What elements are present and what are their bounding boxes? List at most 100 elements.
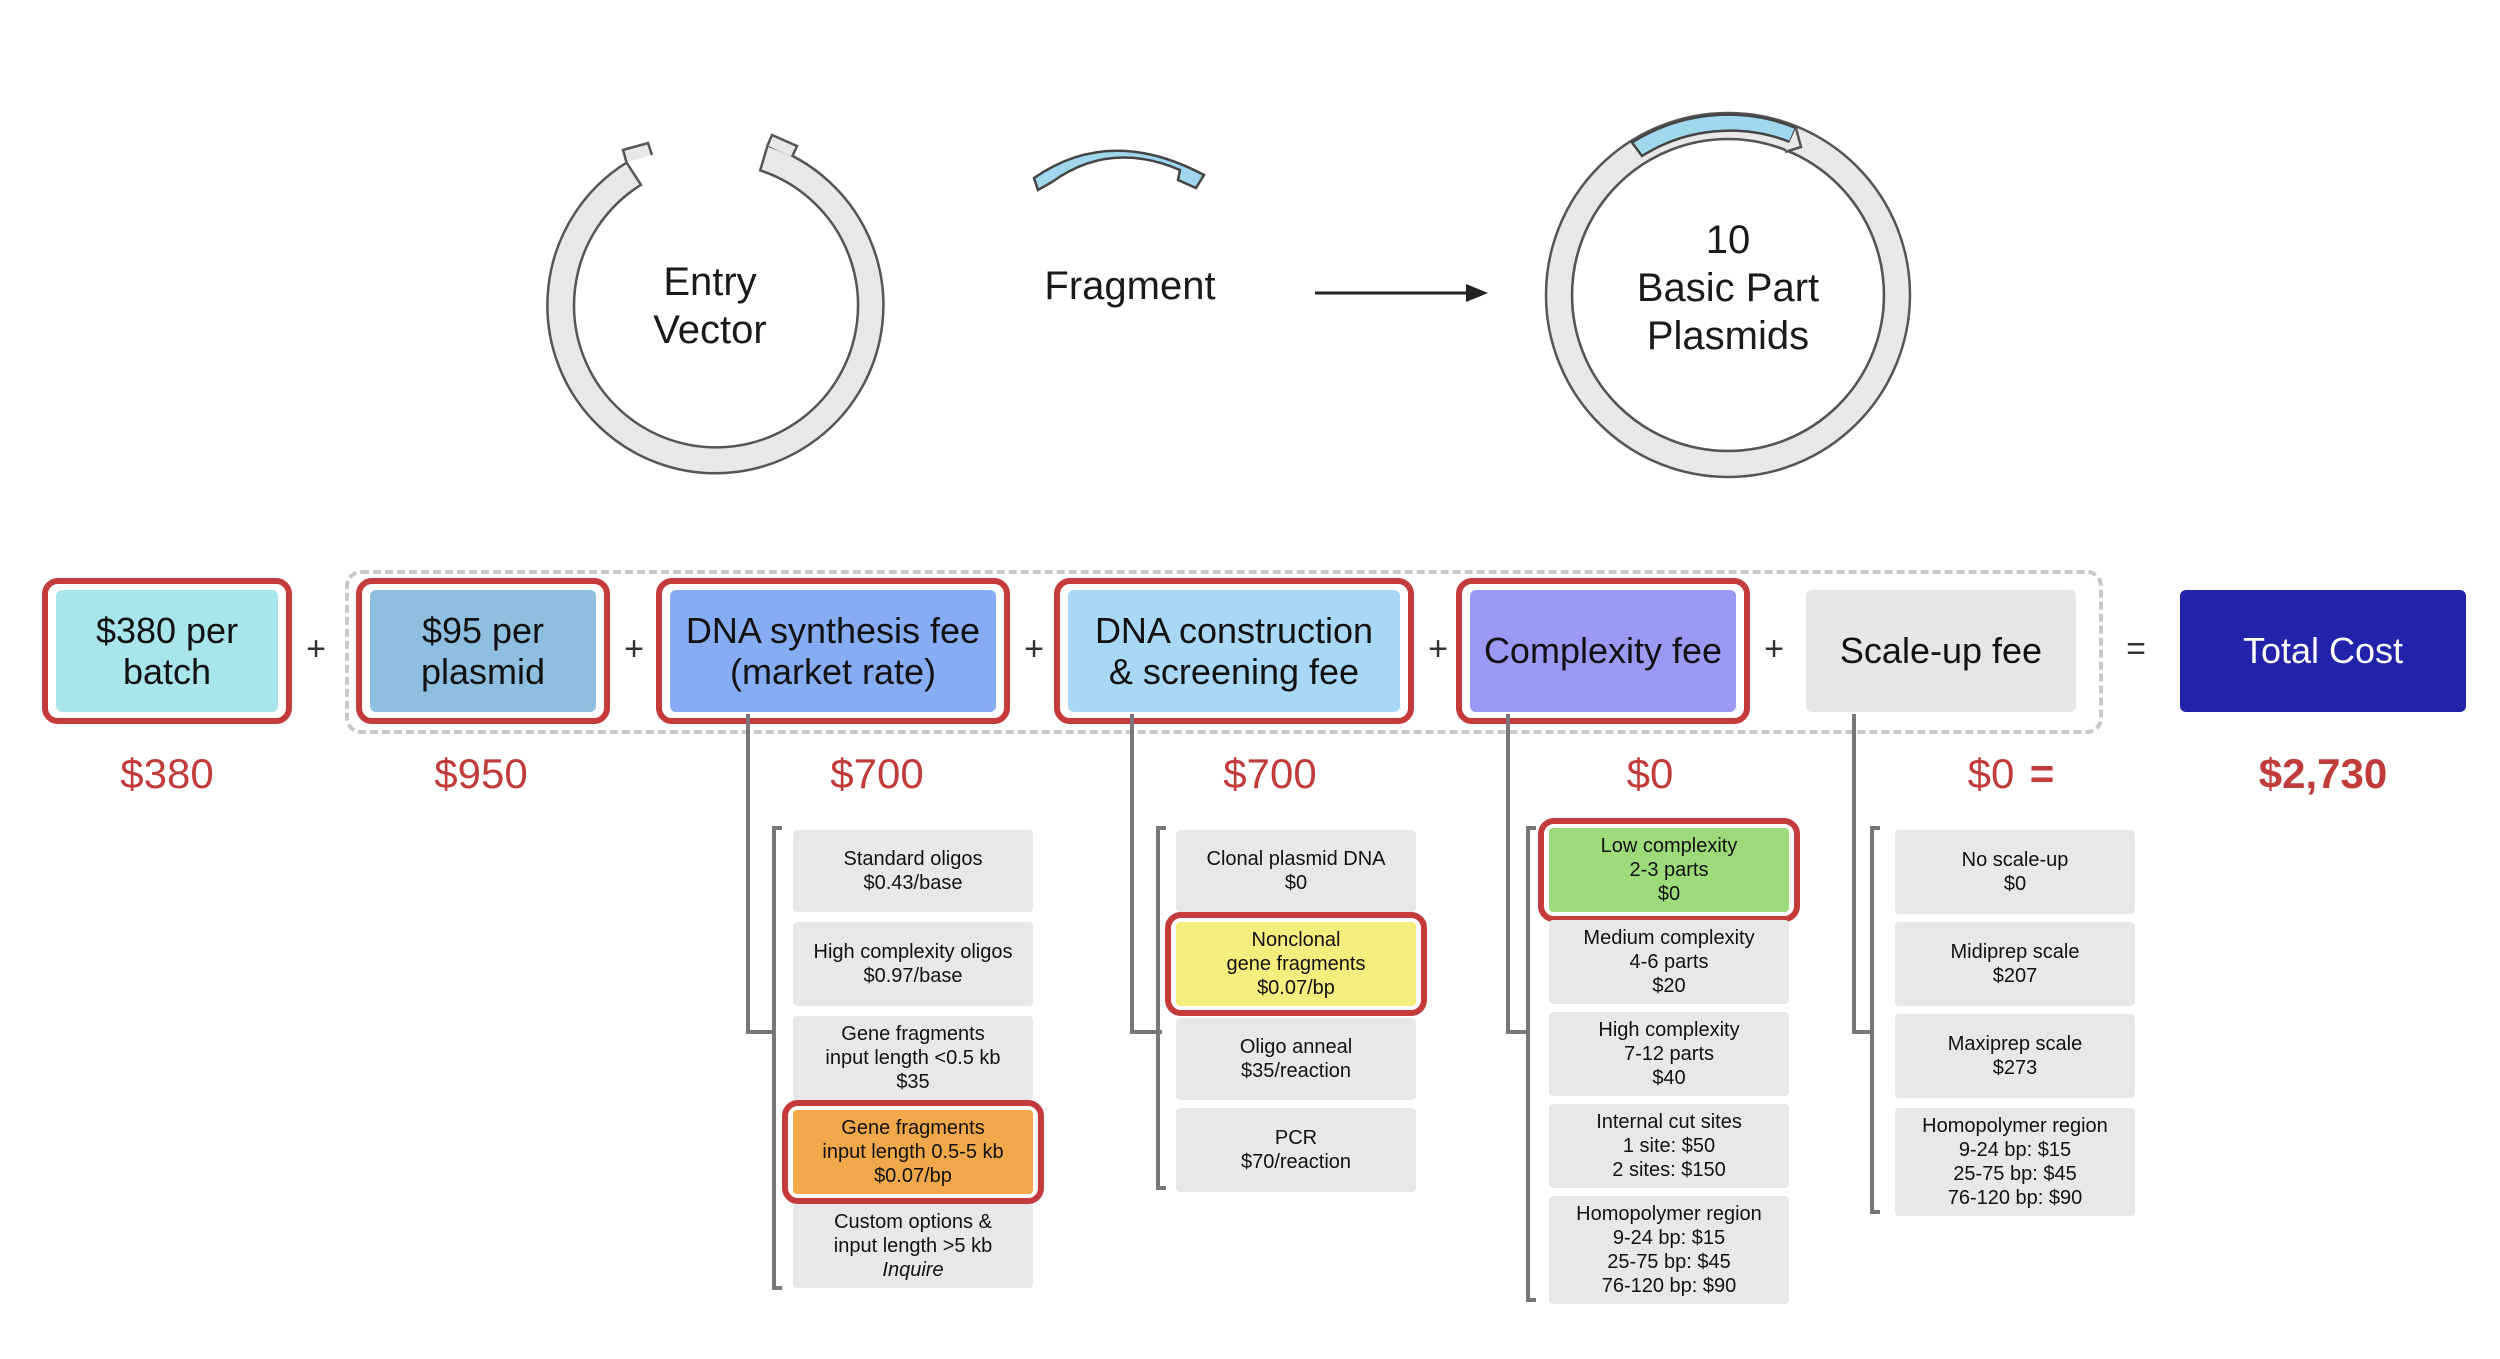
construction-option[interactable]: Clonal plasmid DNA $0 [1176, 830, 1416, 912]
total-price: $2,730 [2258, 750, 2388, 797]
option-line: $207 [1992, 965, 2038, 987]
entry-vector-line-2: Vector [653, 308, 767, 352]
plus-operator: + [1024, 630, 1044, 668]
result-line-3: Plasmids [1646, 314, 1810, 358]
scaleup-fee-box[interactable]: Scale-up fee [1806, 590, 2076, 712]
option-line: $0.07/bp [874, 1165, 952, 1187]
entry-vector-label: Entry Vector [610, 258, 810, 354]
option-line: 1 site: $50 [1622, 1135, 1716, 1157]
option-line: 2-3 parts [1629, 859, 1709, 881]
option-line: 2 sites: $150 [1612, 1159, 1726, 1181]
scaleup-option[interactable]: Homopolymer region 9-24 bp: $15 25-75 bp… [1895, 1108, 2135, 1216]
synthesis-bracket [772, 826, 782, 1290]
option-line: $20 [1652, 975, 1686, 997]
construction-fee-box[interactable]: DNA construction& screening fee [1068, 590, 1400, 712]
option-line: Medium complexity [1583, 927, 1755, 949]
synthesis-price: $700 [830, 750, 924, 797]
construction-label-line-2: & screening fee [1108, 651, 1360, 692]
construction-highlight [1054, 578, 1414, 724]
scaleup-bracket [1870, 826, 1880, 1214]
option-line: Nonclonal [1251, 929, 1341, 951]
synthesis-connector [746, 714, 776, 1034]
entry-vector-ring [546, 133, 885, 475]
scaleup-option[interactable]: No scale-up $0 [1895, 830, 2135, 914]
option-line: 25-75 bp: $45 [1607, 1251, 1731, 1273]
complexity-bracket [1526, 826, 1536, 1302]
option-line: gene fragments [1226, 953, 1366, 975]
option-line: Clonal plasmid DNA [1206, 848, 1386, 870]
option-line: 7-12 parts [1623, 1043, 1715, 1065]
complexity-option[interactable]: Medium complexity 4-6 parts $20 [1549, 920, 1789, 1004]
plus-operator: + [624, 630, 644, 668]
plus-operator: + [1428, 630, 1448, 668]
option-line: $0.07/bp [1257, 977, 1335, 999]
complexity-connector [1506, 714, 1530, 1034]
option-line: input length 0.5-5 kb [822, 1141, 1004, 1163]
synthesis-option[interactable]: Custom options & input length >5 kb Inqu… [793, 1204, 1033, 1288]
batch-label-line-1: $380 per [95, 609, 239, 651]
construction-option[interactable]: PCR $70/reaction [1176, 1108, 1416, 1192]
option-line: PCR [1274, 1127, 1318, 1149]
option-line: Midiprep scale [1950, 941, 2080, 963]
arrow-icon [1315, 284, 1488, 302]
option-line: Homopolymer region [1576, 1203, 1762, 1225]
plus-operator: + [306, 630, 326, 668]
plasmid-highlight [356, 578, 610, 724]
option-line: High complexity oligos [813, 941, 1013, 963]
option-line: $35 [896, 1071, 930, 1093]
synthesis-fee-box[interactable]: DNA synthesis fee(market rate) [670, 590, 996, 712]
option-line-italic: Inquire [882, 1259, 944, 1281]
complexity-option[interactable]: Homopolymer region 9-24 bp: $15 25-75 bp… [1549, 1196, 1789, 1304]
option-line: Internal cut sites [1596, 1111, 1742, 1133]
plasmid-label-line-1: $95 per [421, 609, 545, 651]
complexity-fee-box[interactable]: Complexity fee [1470, 590, 1736, 712]
construction-option-selected[interactable]: Nonclonal gene fragments $0.07/bp [1176, 922, 1416, 1006]
result-line-1: 10 [1705, 218, 1751, 262]
entry-vector-line-1: Entry [663, 260, 757, 304]
complexity-option[interactable]: High complexity 7-12 parts $40 [1549, 1012, 1789, 1096]
synthesis-option-selected[interactable]: Gene fragments input length 0.5-5 kb $0.… [793, 1110, 1033, 1194]
synthesis-option[interactable]: High complexity oligos $0.97/base [793, 922, 1033, 1006]
batch-price: $380 [120, 750, 214, 797]
synthesis-highlight [656, 578, 1010, 724]
complexity-option-selected[interactable]: Low complexity 2-3 parts $0 [1549, 828, 1789, 912]
total-cost-box[interactable]: Total Cost [2180, 590, 2466, 712]
construction-option[interactable]: Oligo anneal $35/reaction [1176, 1018, 1416, 1100]
option-line: Maxiprep scale [1947, 1033, 2083, 1055]
option-line: Gene fragments [841, 1117, 985, 1139]
equals-operator: = [2126, 630, 2146, 668]
synthesis-label-line-1: DNA synthesis fee [685, 609, 981, 651]
complexity-option[interactable]: Internal cut sites 1 site: $50 2 sites: … [1549, 1104, 1789, 1188]
option-line: $0 [1284, 872, 1308, 894]
scaleup-option[interactable]: Maxiprep scale $273 [1895, 1014, 2135, 1098]
scaleup-option[interactable]: Midiprep scale $207 [1895, 922, 2135, 1006]
option-line: Low complexity [1600, 835, 1738, 857]
option-line: 76-120 bp: $90 [1601, 1275, 1737, 1297]
synthesis-option[interactable]: Standard oligos $0.43/base [793, 830, 1033, 912]
construction-label-line-1: DNA construction [1094, 609, 1374, 651]
fragment-arc [1032, 149, 1206, 192]
grouping-dashed-box [345, 570, 2103, 734]
option-line: input length >5 kb [833, 1235, 993, 1257]
batch-label-line-2: batch [122, 651, 212, 692]
scaleup-price: $0 [1967, 750, 2015, 797]
option-line: Gene fragments [841, 1023, 985, 1045]
plasmid-price: $950 [434, 750, 528, 797]
option-line: Homopolymer region [1922, 1115, 2108, 1137]
option-line: 4-6 parts [1629, 951, 1709, 973]
option-line: input length <0.5 kb [825, 1047, 1001, 1069]
complexity-price: $0 [1626, 750, 1674, 797]
complexity-selected-highlight [1538, 818, 1800, 922]
equals-price-operator: = [2029, 750, 2055, 797]
option-line: $0 [1657, 883, 1681, 905]
batch-highlight [42, 578, 292, 724]
plasmid-label-line-2: plasmid [420, 651, 546, 692]
synthesis-option[interactable]: Gene fragments input length <0.5 kb $35 [793, 1016, 1033, 1100]
plasmid-illustration [546, 111, 1912, 479]
option-line: Custom options & [834, 1211, 992, 1233]
option-line: Standard oligos [843, 848, 983, 870]
fragment-label: Fragment [1044, 264, 1216, 308]
